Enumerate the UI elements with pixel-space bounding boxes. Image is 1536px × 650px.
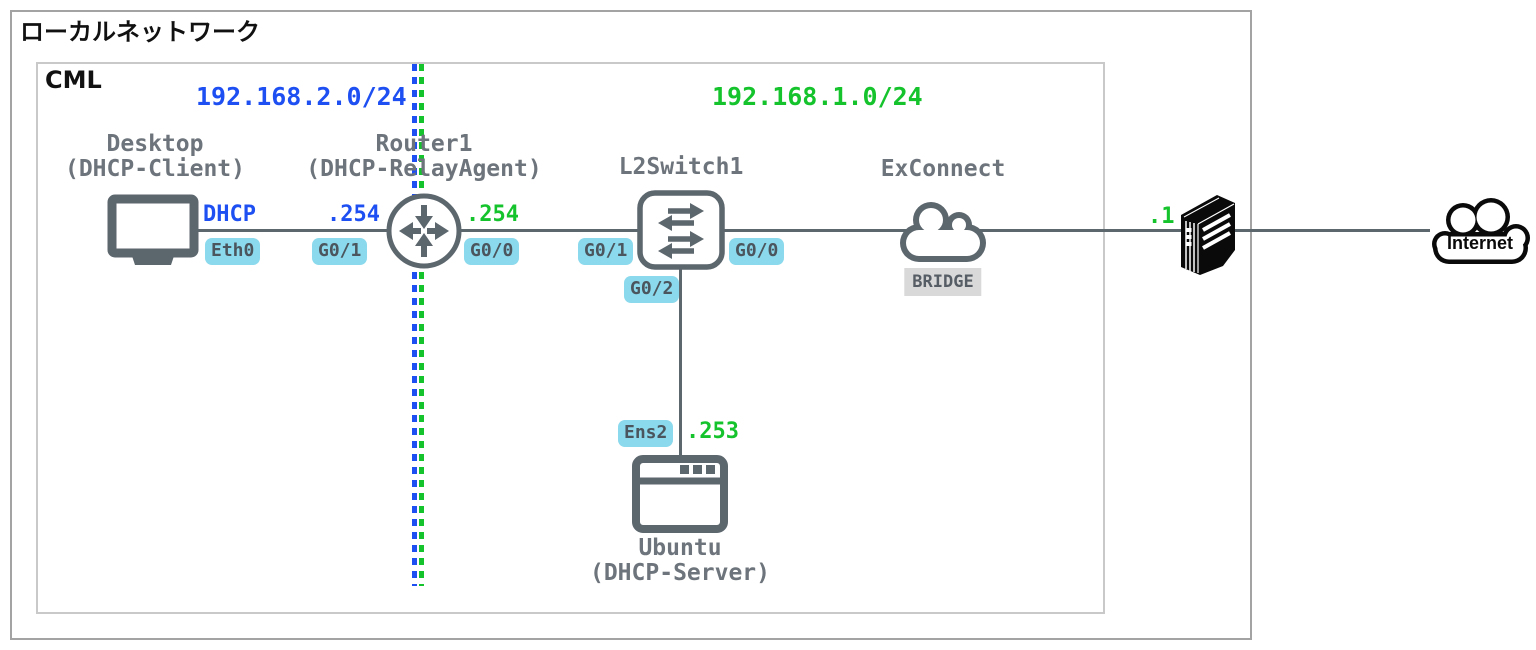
iface-badge-switch-g0-0: G0/0 (729, 238, 785, 265)
desktop-node (106, 193, 200, 271)
gateway-wan-ip: .1 (1148, 204, 1175, 229)
subnet-192-168-2-label: 192.168.2.0/24 (196, 82, 407, 111)
exconnect-node (898, 198, 988, 268)
subnet-192-168-1-label: 192.168.1.0/24 (712, 82, 923, 111)
router1-node (385, 192, 463, 274)
l2switch1-name: L2Switch1 (618, 154, 744, 180)
cml-label: CML (45, 66, 102, 94)
router-icon (386, 193, 462, 269)
iface-badge-switch-g0-1: G0/1 (578, 238, 634, 265)
subnet-divider-green-dash (419, 64, 424, 586)
cml-boundary (36, 62, 1105, 614)
local-network-label: ローカルネットワーク (20, 18, 260, 46)
internet-cloud-icon: Internet (1432, 198, 1530, 264)
exconnect-name: ExConnect (880, 156, 1006, 182)
main-link-line (195, 229, 1430, 232)
iface-badge-router-g0-0: G0/0 (464, 238, 520, 265)
iface-badge-ens2: Ens2 (618, 420, 674, 447)
desktop-monitor-icon (107, 194, 199, 265)
switch-to-ubuntu-link-line (679, 268, 682, 458)
router-g0-0-ip: .254 (466, 202, 519, 227)
internet-node: Internet (1428, 196, 1533, 274)
ubuntu-name: Ubuntu (638, 535, 722, 561)
desktop-role: (DHCP-Client) (64, 156, 246, 182)
server-icon (632, 455, 728, 533)
desktop-dhcp-label: DHCP (203, 202, 256, 227)
exconnect-bridge-badge: BRIDGE (904, 268, 982, 296)
subnet-divider-blue-dash (412, 64, 417, 586)
router1-name: Router1 (375, 131, 473, 157)
l2switch1-node (636, 189, 726, 275)
router1-role: (DHCP-RelayAgent) (306, 156, 542, 182)
gateway-appliance-node (1176, 190, 1238, 280)
local-network-boundary (10, 10, 1252, 640)
iface-badge-switch-g0-2: G0/2 (624, 276, 680, 303)
ubuntu-role: (DHCP-Server) (589, 560, 771, 586)
desktop-name: Desktop (106, 131, 204, 157)
cloud-icon (900, 202, 986, 262)
gateway-appliance-icon (1181, 195, 1235, 275)
ubuntu-ens2-ip: .253 (686, 419, 739, 444)
internet-label: Internet (1447, 233, 1513, 253)
ubuntu-node (631, 454, 729, 538)
switch-icon (637, 190, 725, 270)
router-g0-1-ip: .254 (327, 202, 380, 227)
iface-badge-eth0: Eth0 (205, 238, 261, 265)
iface-badge-router-g0-1: G0/1 (312, 238, 368, 265)
